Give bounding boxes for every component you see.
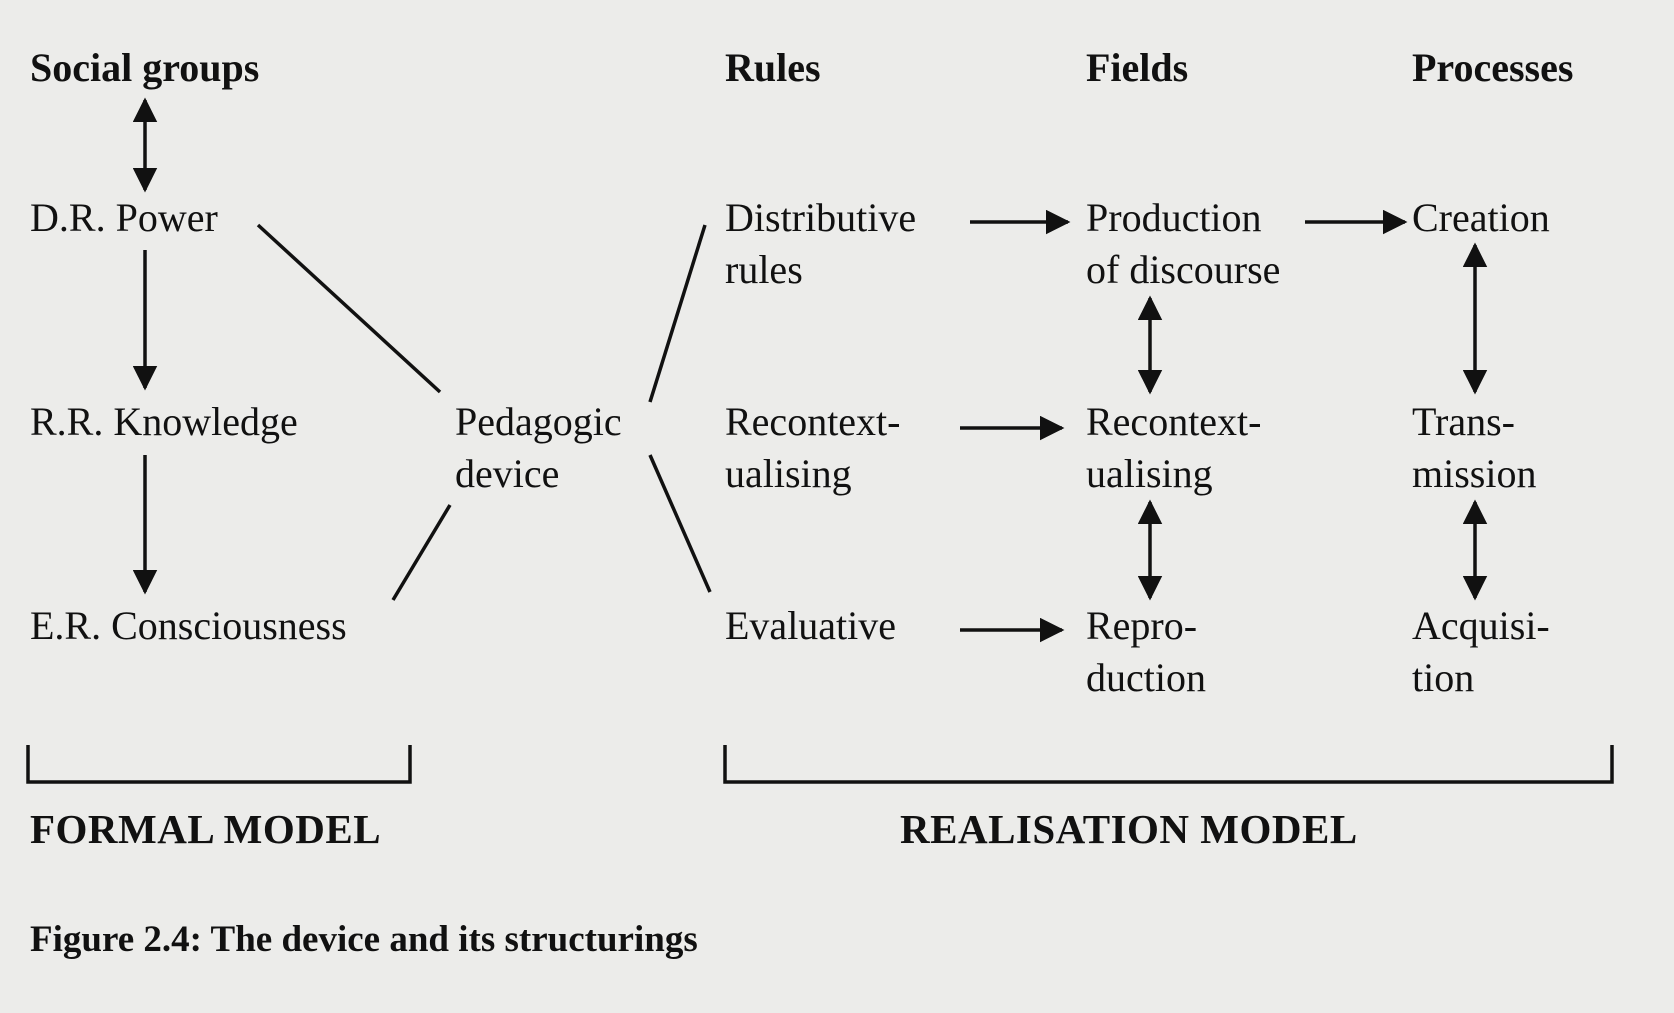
recontext-rules-line2: ualising	[725, 451, 852, 496]
header-social-groups: Social groups	[30, 45, 260, 90]
node-er-consciousness: E.R. Consciousness	[30, 603, 347, 648]
acquisition-line2: tion	[1412, 655, 1475, 700]
reproduction-line2: duction	[1086, 655, 1206, 700]
node-recontext-field: Recontext- ualising	[1086, 396, 1262, 500]
device-line2: device	[455, 451, 560, 496]
recontext-field-line2: ualising	[1086, 451, 1213, 496]
line-device-evaluative	[648, 454, 712, 593]
line-consciousness-device	[391, 504, 452, 601]
transmission-line1: Trans-	[1412, 399, 1515, 444]
label-realisation-model: REALISATION MODEL	[900, 806, 1358, 852]
node-acquisition: Acquisi- tion	[1412, 600, 1550, 704]
node-rr-knowledge: R.R. Knowledge	[30, 399, 298, 444]
distributive-line2: rules	[725, 247, 803, 292]
node-creation: Creation	[1412, 195, 1550, 240]
line-power-device	[256, 223, 442, 394]
production-line1: Production	[1086, 195, 1262, 240]
node-pedagogic-device: Pedagogic device	[455, 396, 622, 500]
header-rules: Rules	[725, 45, 821, 90]
node-production-field: Production of discourse	[1086, 192, 1280, 296]
header-processes: Processes	[1412, 45, 1574, 90]
node-distributive-rules: Distributive rules	[725, 192, 916, 296]
node-reproduction-field: Repro- duction	[1086, 600, 1206, 704]
header-fields: Fields	[1086, 45, 1189, 90]
device-line1: Pedagogic	[455, 399, 622, 444]
figure-caption: Figure 2.4: The device and its structuri…	[30, 919, 698, 960]
recontext-field-line1: Recontext-	[1086, 399, 1262, 444]
node-dr-power: D.R. Power	[30, 195, 218, 240]
bracket-formal-model	[26, 745, 412, 784]
recontext-rules-line1: Recontext-	[725, 399, 901, 444]
line-device-distributive	[648, 224, 707, 403]
distributive-line1: Distributive	[725, 195, 917, 240]
acquisition-line1: Acquisi-	[1412, 603, 1550, 648]
node-evaluative-rules: Evaluative	[725, 603, 897, 648]
node-recontext-rules: Recontext- ualising	[725, 396, 901, 500]
production-line2: of discourse	[1086, 247, 1281, 292]
bracket-realisation-model	[723, 745, 1614, 784]
reproduction-line1: Repro-	[1086, 603, 1198, 648]
node-transmission: Trans- mission	[1412, 396, 1536, 500]
label-formal-model: FORMAL MODEL	[30, 806, 382, 852]
transmission-line2: mission	[1412, 451, 1537, 496]
